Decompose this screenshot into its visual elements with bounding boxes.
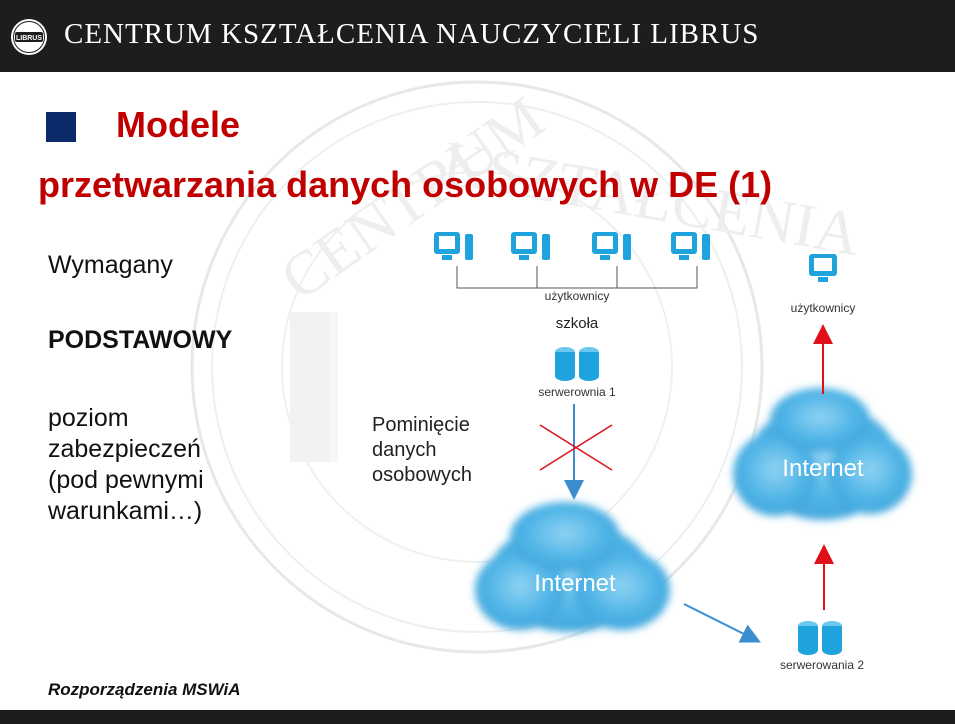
internet-cloud-left: Internet: [475, 502, 670, 632]
school-computers-group: [434, 232, 710, 289]
server1-label: serwerownia 1: [538, 385, 616, 399]
skip-label-line3: osobowych: [372, 464, 473, 486]
logo-text: LIBRUS: [16, 35, 42, 42]
text-level-line4: warunkami…): [48, 497, 203, 525]
skip-label-line1: Pominięcie: [372, 414, 470, 436]
footer-note: Rozporządzenia MSWiA: [48, 680, 241, 699]
skip-personal-data-label: Pominięcie danych osobowych: [372, 413, 472, 488]
header-bar: LIBRUS CENTRUM KSZTAŁCENIA NAUCZYCIELI L…: [0, 0, 955, 72]
school-users-label: użytkownicy: [545, 289, 610, 303]
school-label: szkoła: [556, 315, 599, 332]
text-required: Wymagany: [48, 251, 173, 279]
arrow-to-server2: [683, 603, 761, 643]
text-level-line3: (pod pewnymi: [48, 466, 204, 494]
server2-label: serwerowania 2: [780, 658, 864, 672]
internet-right-label: Internet: [782, 455, 864, 482]
skip-label-line2: danych: [372, 439, 437, 461]
computer-icon: [511, 232, 550, 260]
watermark-seal: CENTRUM KSZTAŁCENIA: [190, 80, 865, 654]
librus-logo-icon: LIBRUS: [11, 19, 47, 55]
remote-users-label: użytkownicy: [791, 301, 856, 315]
slide-title-line1: Modele: [116, 104, 241, 145]
computer-icon: [592, 232, 631, 260]
database-icon: [798, 621, 842, 655]
internet-left-label: Internet: [534, 570, 616, 597]
network-diagram: użytkownicy szkoła serwerownia 1 Interne…: [434, 232, 912, 672]
text-basic: PODSTAWOWY: [48, 326, 233, 354]
text-level: poziom zabezpieczeń (pod pewnymi warunka…: [48, 403, 204, 527]
text-level-line1: poziom: [48, 404, 129, 432]
computer-icon: [671, 232, 710, 260]
text-level-line2: zabezpieczeń: [48, 435, 201, 463]
computer-icon: [434, 232, 473, 260]
slide-title-line2: przetwarzania danych osobowych w DE (1): [38, 164, 773, 205]
internet-cloud-right: Internet: [733, 388, 912, 520]
title-bullet: [46, 112, 76, 142]
footer-bar: [0, 710, 955, 724]
computer-icon: [809, 254, 837, 282]
database-icon: [555, 347, 599, 381]
header-title: CENTRUM KSZTAŁCENIA NAUCZYCIELI LIBRUS: [64, 18, 760, 50]
cross-icon: [539, 424, 613, 471]
